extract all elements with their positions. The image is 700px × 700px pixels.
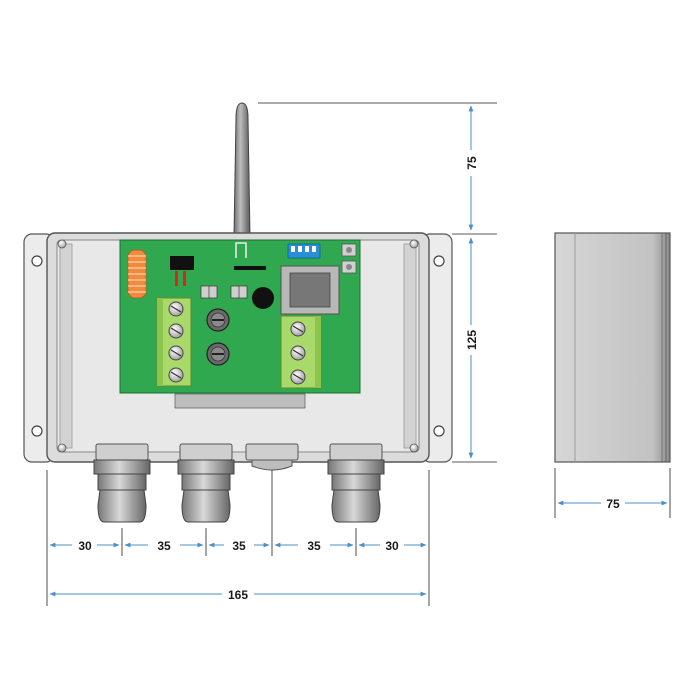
cable-gland (327, 443, 385, 523)
corner-screw (57, 239, 67, 249)
buzzer (252, 287, 274, 309)
pcb (119, 239, 361, 409)
red-lead (183, 271, 186, 286)
cable-gland-plug (245, 443, 299, 471)
dim-label-spacing: 35 (307, 539, 321, 553)
ic-chip (170, 256, 194, 270)
mount-hole (433, 255, 445, 267)
corner-screw (409, 443, 419, 453)
coil-component (127, 249, 147, 299)
small-chip (200, 285, 218, 299)
cable-gland (93, 443, 151, 523)
dimension-labels: 75 125 75 165 30 35 35 35 30 (78, 150, 625, 603)
corner-screw (409, 239, 419, 249)
dim-label-spacing: 30 (78, 539, 92, 553)
mount-hole (31, 255, 43, 267)
dim-label-spacing: 35 (232, 539, 246, 553)
terminal-block-left (156, 297, 192, 387)
corner-screw (57, 443, 67, 453)
black-bar (234, 266, 266, 270)
board-rail (174, 393, 306, 409)
right-channel (403, 243, 417, 449)
trimmer-potentiometer (206, 342, 230, 366)
antenna-connector (235, 242, 247, 258)
enclosure-side-view (554, 232, 671, 463)
cable-gland (177, 443, 235, 523)
extension-lines (46, 102, 671, 606)
antenna (233, 102, 251, 237)
dip-switch (287, 243, 321, 259)
trimmer-potentiometer (206, 308, 230, 332)
dim-label-spacing: 35 (157, 539, 171, 553)
push-button (341, 243, 357, 257)
dim-label-box-height: 125 (465, 330, 479, 350)
left-channel (59, 243, 73, 449)
mount-hole (31, 425, 43, 437)
terminal-block-right (280, 315, 322, 389)
dim-label-overall-width: 165 (228, 588, 248, 602)
push-button (341, 260, 357, 274)
dim-label-antenna-height: 75 (465, 156, 479, 170)
dim-label-side-depth: 75 (606, 497, 620, 511)
red-lead (175, 271, 178, 286)
dim-label-spacing: 30 (385, 539, 399, 553)
small-chip (230, 285, 248, 299)
relay (280, 265, 340, 315)
mount-hole (433, 425, 445, 437)
